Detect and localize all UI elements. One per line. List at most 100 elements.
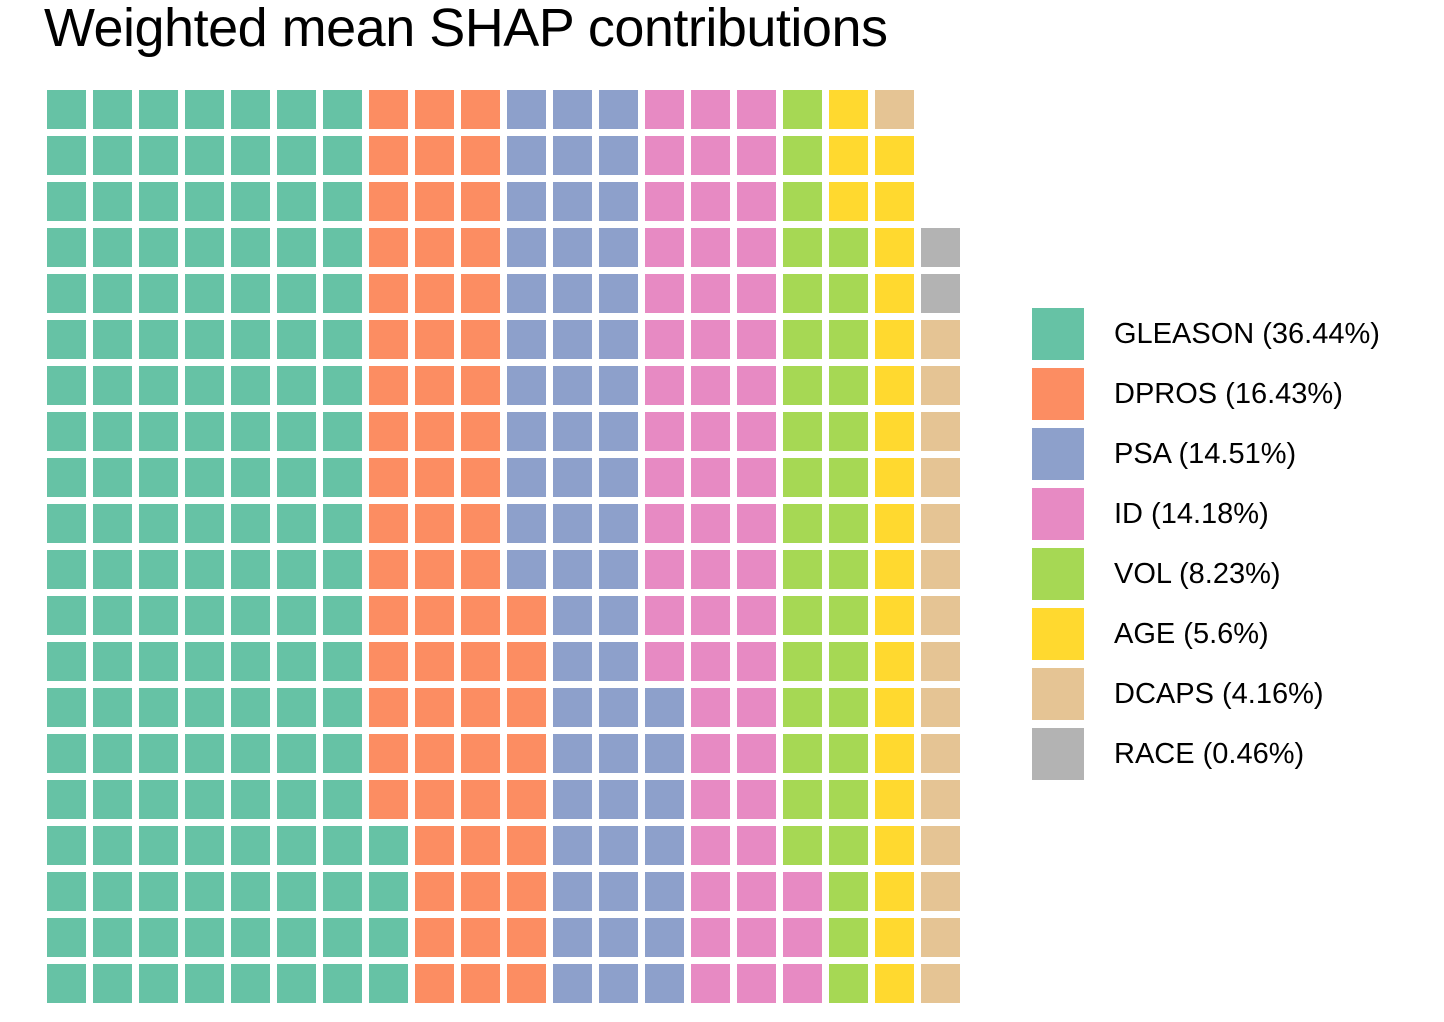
- waffle-cell-id: [737, 90, 776, 129]
- waffle-cell-dpros: [461, 366, 500, 405]
- waffle-cell-dcaps: [921, 596, 960, 635]
- waffle-cell-gleason: [185, 366, 224, 405]
- waffle-cell-vol: [829, 734, 868, 773]
- waffle-cell-dcaps: [921, 412, 960, 451]
- waffle-cell-vol: [783, 90, 822, 129]
- waffle-cell-id: [737, 964, 776, 1003]
- waffle-cell-gleason: [231, 274, 270, 313]
- waffle-cell-gleason: [93, 274, 132, 313]
- waffle-row: [47, 872, 967, 918]
- legend-item-gleason[interactable]: GLEASON (36.44%): [1032, 308, 1422, 368]
- waffle-cell-gleason: [231, 228, 270, 267]
- waffle-cell-id: [737, 320, 776, 359]
- waffle-cell-gleason: [93, 182, 132, 221]
- waffle-cell-gleason: [93, 964, 132, 1003]
- waffle-cell-gleason: [139, 90, 178, 129]
- waffle-cell-dpros: [415, 504, 454, 543]
- waffle-cell-gleason: [139, 458, 178, 497]
- waffle-cell-dpros: [369, 458, 408, 497]
- waffle-cell-gleason: [323, 550, 362, 589]
- legend-item-id[interactable]: ID (14.18%): [1032, 488, 1422, 548]
- waffle-cell-gleason: [323, 182, 362, 221]
- waffle-cell-psa: [599, 688, 638, 727]
- waffle-cell-age: [875, 274, 914, 313]
- waffle-cell-vol: [783, 182, 822, 221]
- waffle-grid: [47, 90, 967, 1010]
- waffle-cell-gleason: [277, 872, 316, 911]
- legend-swatch-gleason: [1032, 308, 1084, 360]
- waffle-cell-gleason: [277, 918, 316, 957]
- waffle-cell-vol: [829, 780, 868, 819]
- waffle-cell-id: [645, 550, 684, 589]
- waffle-cell-id: [691, 964, 730, 1003]
- legend-label: AGE (5.6%): [1114, 618, 1269, 650]
- waffle-cell-id: [691, 274, 730, 313]
- waffle-row: [47, 642, 967, 688]
- legend-item-psa[interactable]: PSA (14.51%): [1032, 428, 1422, 488]
- waffle-cell-vol: [829, 826, 868, 865]
- waffle-cell-id: [691, 550, 730, 589]
- waffle-cell-id: [737, 366, 776, 405]
- waffle-cell-vol: [829, 504, 868, 543]
- waffle-cell-dpros: [507, 964, 546, 1003]
- waffle-cell-dcaps: [921, 964, 960, 1003]
- waffle-cell-id: [645, 504, 684, 543]
- waffle-cell-age: [875, 688, 914, 727]
- waffle-cell-id: [645, 274, 684, 313]
- waffle-cell-gleason: [47, 596, 86, 635]
- waffle-row: [47, 182, 967, 228]
- waffle-cell-gleason: [185, 872, 224, 911]
- waffle-cell-id: [737, 918, 776, 957]
- waffle-cell-vol: [829, 596, 868, 635]
- waffle-cell-vol: [829, 964, 868, 1003]
- legend-item-age[interactable]: AGE (5.6%): [1032, 608, 1422, 668]
- waffle-cell-dpros: [461, 504, 500, 543]
- waffle-cell-gleason: [47, 918, 86, 957]
- legend-item-dcaps[interactable]: DCAPS (4.16%): [1032, 668, 1422, 728]
- waffle-cell-gleason: [231, 734, 270, 773]
- waffle-cell-dpros: [507, 734, 546, 773]
- legend-label: DCAPS (4.16%): [1114, 678, 1324, 710]
- waffle-cell-psa: [553, 458, 592, 497]
- waffle-cell-gleason: [323, 734, 362, 773]
- waffle-cell-vol: [829, 366, 868, 405]
- waffle-cell-dcaps: [921, 550, 960, 589]
- waffle-cell-gleason: [185, 688, 224, 727]
- waffle-cell-psa: [599, 596, 638, 635]
- legend-label: PSA (14.51%): [1114, 438, 1297, 470]
- waffle-cell-gleason: [231, 872, 270, 911]
- waffle-cell-psa: [645, 872, 684, 911]
- waffle-cell-psa: [645, 918, 684, 957]
- waffle-cell-psa: [507, 504, 546, 543]
- waffle-cell-age: [829, 182, 868, 221]
- waffle-cell-dpros: [415, 918, 454, 957]
- waffle-cell-gleason: [323, 642, 362, 681]
- waffle-cell-gleason: [277, 964, 316, 1003]
- waffle-cell-dpros: [461, 274, 500, 313]
- legend-item-vol[interactable]: VOL (8.23%): [1032, 548, 1422, 608]
- legend-item-race[interactable]: RACE (0.46%): [1032, 728, 1422, 788]
- waffle-cell-gleason: [185, 136, 224, 175]
- waffle-cell-gleason: [93, 918, 132, 957]
- waffle-cell-gleason: [231, 90, 270, 129]
- waffle-cell-gleason: [231, 412, 270, 451]
- waffle-cell-psa: [553, 872, 592, 911]
- waffle-cell-id: [737, 228, 776, 267]
- waffle-cell-psa: [507, 320, 546, 359]
- waffle-cell-dpros: [415, 550, 454, 589]
- waffle-cell-vol: [783, 320, 822, 359]
- waffle-cell-gleason: [139, 918, 178, 957]
- waffle-cell-psa: [599, 366, 638, 405]
- waffle-cell-id: [691, 504, 730, 543]
- waffle-cell-dpros: [415, 366, 454, 405]
- waffle-cell-age: [875, 734, 914, 773]
- waffle-cell-id: [691, 90, 730, 129]
- waffle-cell-age: [875, 320, 914, 359]
- waffle-cell-id: [737, 688, 776, 727]
- waffle-cell-id: [691, 780, 730, 819]
- waffle-cell-id: [691, 182, 730, 221]
- waffle-row: [47, 550, 967, 596]
- waffle-cell-dcaps: [921, 918, 960, 957]
- legend-item-dpros[interactable]: DPROS (16.43%): [1032, 368, 1422, 428]
- waffle-row: [47, 734, 967, 780]
